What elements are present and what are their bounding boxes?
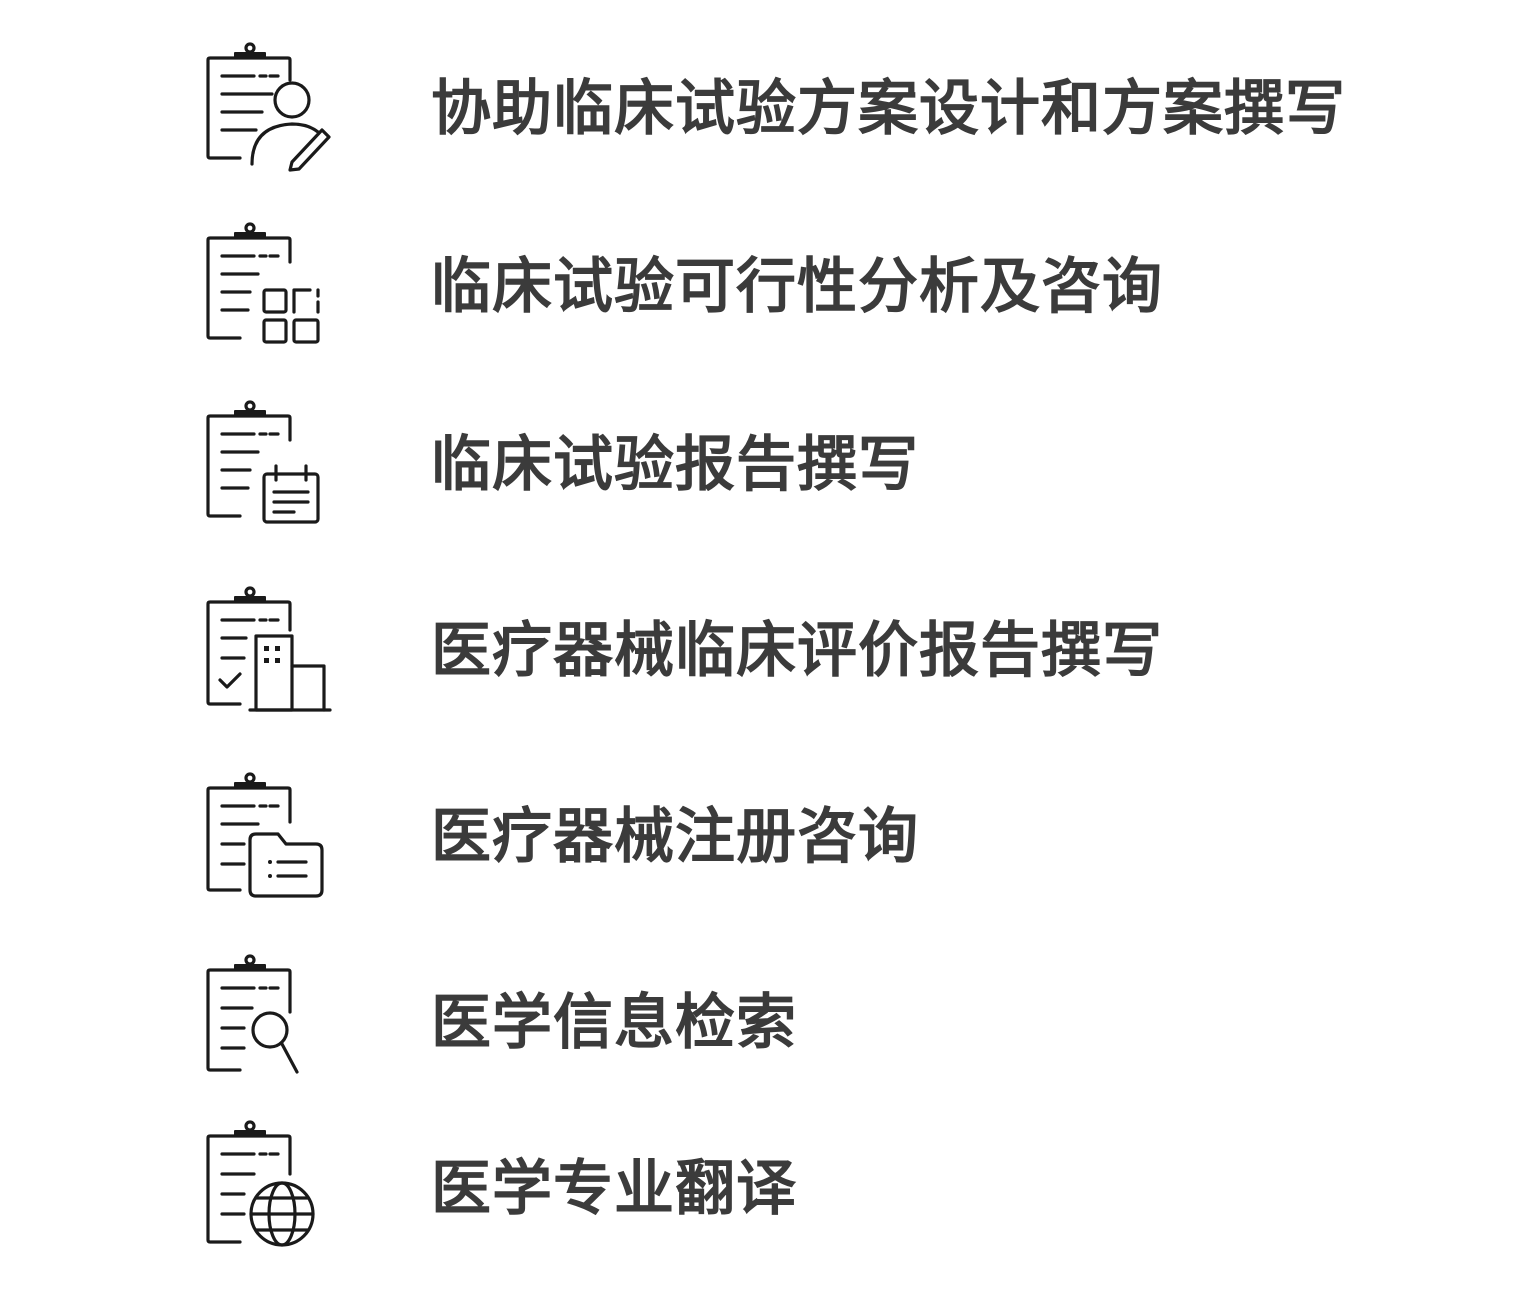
service-label: 临床试验报告撰写 <box>431 430 919 500</box>
service-label: 医学专业翻译 <box>431 1154 797 1224</box>
service-label: 临床试验可行性分析及咨询 <box>431 252 1163 322</box>
clipboard-search-icon <box>200 952 340 1092</box>
service-label: 医疗器械注册咨询 <box>431 802 919 872</box>
service-item-feasibility: 临床试验可行性分析及咨询 <box>200 216 1420 356</box>
service-label: 协助临床试验方案设计和方案撰写 <box>431 74 1346 144</box>
service-item-device-registration: 医疗器械注册咨询 <box>200 766 1420 906</box>
clipboard-folder-icon <box>200 766 340 906</box>
service-item-translation: 医学专业翻译 <box>200 1118 1420 1258</box>
clipboard-grid-icon <box>200 216 340 356</box>
clipboard-user-pen-icon <box>200 38 340 178</box>
service-item-trial-report: 临床试验报告撰写 <box>200 394 1420 534</box>
clipboard-globe-icon <box>200 1118 340 1258</box>
service-item-info-retrieval: 医学信息检索 <box>200 952 1420 1092</box>
service-item-protocol-design: 协助临床试验方案设计和方案撰写 <box>200 38 1420 178</box>
service-label: 医学信息检索 <box>431 988 797 1058</box>
clipboard-calendar-icon <box>200 394 340 534</box>
clipboard-building-icon <box>200 580 340 720</box>
service-label: 医疗器械临床评价报告撰写 <box>431 616 1163 686</box>
service-item-device-evaluation: 医疗器械临床评价报告撰写 <box>200 580 1420 720</box>
